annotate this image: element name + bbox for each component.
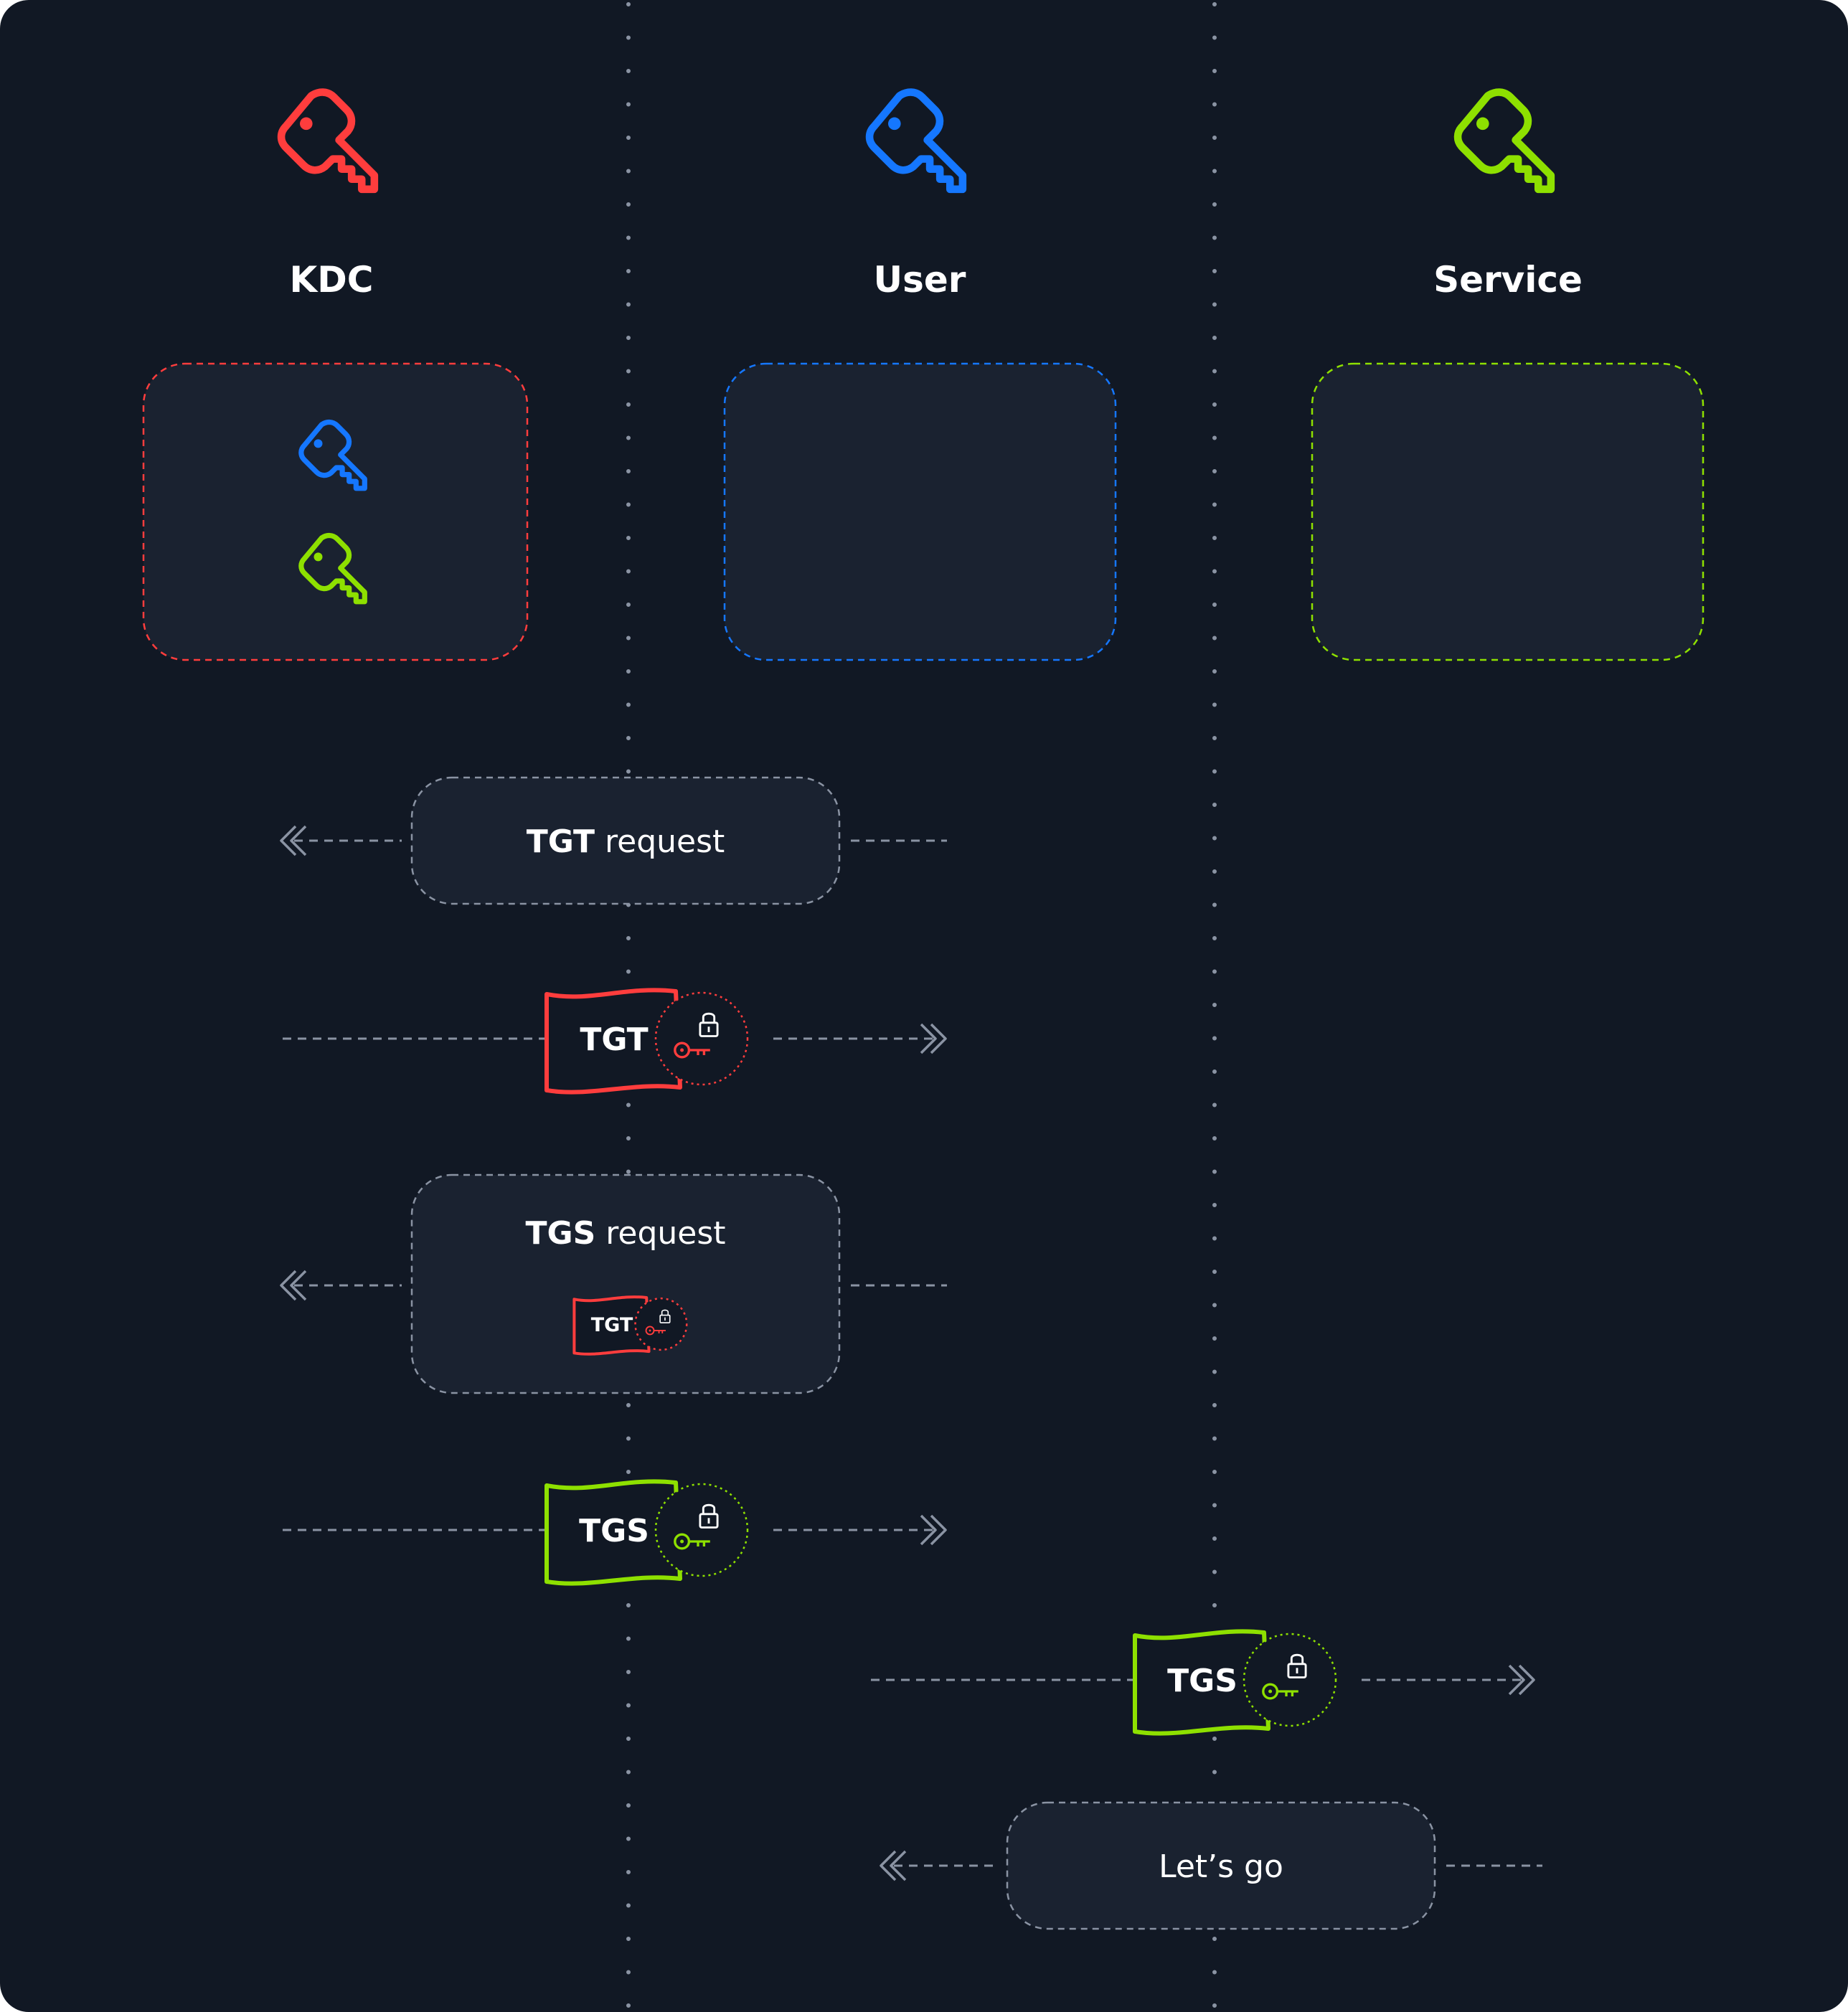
- message-1: TGT request: [280, 776, 947, 905]
- request-box: [410, 776, 841, 905]
- actor-label: User: [874, 259, 966, 301]
- ticket-label: TGS: [1167, 1663, 1238, 1699]
- actor-label: Service: [1433, 259, 1583, 301]
- ticket: TGS: [1133, 1629, 1337, 1736]
- actors: KDC User Service: [281, 93, 1583, 301]
- arrow-head: [920, 1514, 947, 1546]
- ticket: TGS: [544, 1479, 749, 1586]
- message-label-text: request: [595, 823, 725, 860]
- key-store-panel: [142, 362, 529, 661]
- message-2: TGT: [283, 988, 947, 1095]
- message-label-text: request: [595, 1215, 725, 1252]
- ticket-label: TGS: [579, 1513, 649, 1549]
- request-box: [410, 1173, 841, 1394]
- ticket-outline: [572, 1295, 651, 1356]
- message-label-bold: TGT: [527, 823, 595, 860]
- ticket: TGT: [572, 1295, 688, 1356]
- message-5: TGS: [871, 1629, 1535, 1736]
- key-store-panel: [723, 362, 1117, 661]
- message-label: Let’s go: [1159, 1848, 1283, 1885]
- actor-service: Service: [1433, 93, 1583, 301]
- seal-circle: [634, 1297, 688, 1351]
- key-stores: [142, 362, 1705, 661]
- key-store-service: [1311, 362, 1705, 661]
- seal-circle: [654, 1483, 749, 1577]
- arrow-head: [920, 1023, 947, 1054]
- response-box: [1006, 1801, 1436, 1930]
- arrow-head: [280, 825, 307, 856]
- ticket-outline: [1133, 1629, 1270, 1736]
- ticket: TGT: [544, 988, 749, 1095]
- seal-circle: [1243, 1633, 1337, 1727]
- seal-circle: [654, 991, 749, 1086]
- message-4: TGS: [283, 1479, 947, 1586]
- ticket-label: TGT: [580, 1021, 648, 1058]
- key-store-kdc: [142, 362, 529, 661]
- ticket-label: TGT: [591, 1314, 633, 1336]
- message-label: TGT request: [527, 823, 725, 860]
- message-label: TGS request: [525, 1215, 725, 1252]
- arrow-head: [280, 1270, 307, 1301]
- key-store-panel: [1311, 362, 1705, 661]
- ticket-outline: [544, 988, 682, 1095]
- ticket-outline: [544, 1479, 682, 1586]
- key-store-user: [723, 362, 1117, 661]
- actor-user: User: [869, 93, 966, 301]
- arrow-head: [1508, 1664, 1535, 1696]
- message-label-bold: TGS: [525, 1215, 595, 1252]
- actor-kdc: KDC: [281, 93, 374, 301]
- message-6: Let’s go: [880, 1801, 1542, 1930]
- arrow-head: [880, 1850, 907, 1881]
- actor-label: KDC: [290, 259, 374, 301]
